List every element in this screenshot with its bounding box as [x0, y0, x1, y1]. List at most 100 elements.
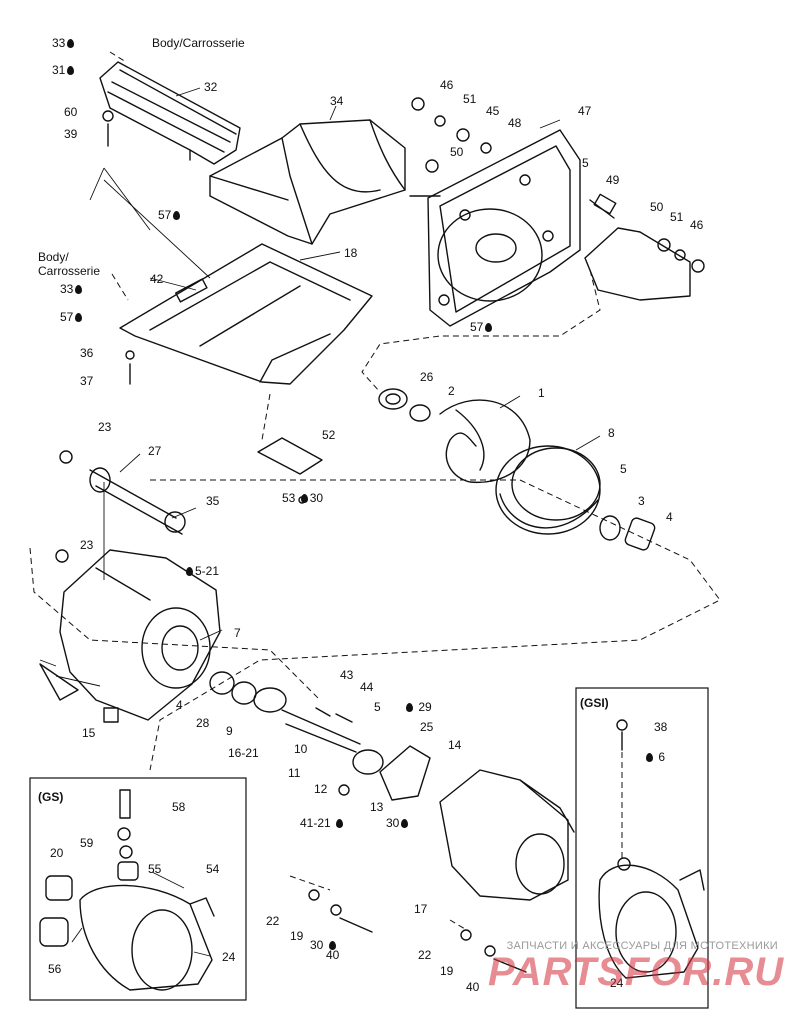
label-57-left: 57	[60, 310, 84, 324]
part-28-bearing	[209, 671, 235, 695]
label-28: 28	[196, 716, 210, 730]
label-38: 38	[654, 720, 668, 734]
watermark-logo: PARTSFOR.RU	[488, 950, 785, 994]
label-12: 12	[314, 782, 328, 796]
part-9-impeller-hub	[253, 687, 287, 713]
part-10-shaft	[281, 709, 361, 753]
part-11-oring	[352, 749, 384, 775]
label-14: 14	[448, 738, 462, 752]
part-4-shaft	[624, 517, 656, 551]
part-13-cap	[379, 745, 431, 801]
part-1-impeller	[439, 399, 531, 484]
part-49-bracket	[584, 193, 691, 301]
label-4-left: 4	[176, 698, 183, 712]
part-24-nozzle-gsi	[598, 857, 705, 979]
part-3-washer	[599, 515, 621, 541]
label-50-right: 50	[650, 200, 664, 214]
part-32-bracket	[99, 61, 241, 165]
inset-gsi-frame	[575, 687, 709, 1009]
part-17-nozzle	[439, 769, 575, 901]
label-6: 6	[644, 750, 665, 764]
label-31: 31	[52, 63, 76, 77]
part-52-plate	[257, 437, 323, 475]
inset-gs-frame	[29, 777, 247, 1001]
part-43-44-bolts	[315, 707, 353, 723]
label-25: 25	[420, 720, 434, 734]
label-54: 54	[206, 862, 220, 876]
label-27: 27	[148, 444, 162, 458]
label-35: 35	[206, 494, 220, 508]
label-43: 43	[340, 668, 354, 682]
label-40-right: 40	[466, 980, 480, 994]
part-27-shaft	[89, 467, 186, 535]
label-33-left: 33	[60, 282, 84, 296]
label-9: 9	[226, 724, 233, 738]
part-24-nozzle-gs	[39, 789, 215, 991]
label-26: 26	[420, 370, 434, 384]
label-24-gs: 24	[222, 950, 236, 964]
label-8: 8	[608, 426, 615, 440]
label-19-right: 19	[440, 964, 454, 978]
label-57-upper: 57	[158, 208, 182, 222]
label-22-right: 22	[418, 948, 432, 962]
label-gsi: (GSI)	[580, 696, 609, 710]
label-11: 11	[288, 766, 301, 780]
label-body-carrosserie-top: Body/Carrosserie	[152, 36, 245, 50]
label-46-top: 46	[440, 78, 454, 92]
label-44: 44	[360, 680, 374, 694]
label-4-right: 4	[666, 510, 673, 524]
label-32: 32	[204, 80, 218, 94]
label-55: 55	[148, 862, 162, 876]
label-49: 49	[606, 173, 620, 187]
label-19-left: 19	[290, 929, 304, 943]
label-18: 18	[344, 246, 358, 260]
part-8-ring	[495, 445, 601, 535]
label-20: 20	[50, 846, 64, 860]
label-5-21: 5-21	[184, 564, 219, 578]
label-47: 47	[578, 104, 592, 118]
label-2: 2	[448, 384, 455, 398]
part-34-intake	[209, 119, 406, 245]
label-23-left: 23	[80, 538, 94, 552]
label-33-top: 33	[52, 36, 76, 50]
label-39: 39	[64, 127, 78, 141]
label-53-30: 53 30	[282, 491, 324, 505]
label-10: 10	[294, 742, 308, 756]
label-36: 36	[80, 346, 94, 360]
label-7: 7	[234, 626, 241, 640]
label-48: 48	[508, 116, 522, 130]
label-59: 59	[80, 836, 94, 850]
label-carrosserie: Carrosserie	[38, 264, 101, 278]
label-52: 52	[322, 428, 336, 442]
label-5-cap: 5	[374, 700, 381, 714]
label-45: 45	[486, 104, 500, 118]
part-18-plate	[119, 243, 373, 385]
label-37: 37	[80, 374, 94, 388]
label-3: 3	[638, 494, 645, 508]
part-26-bearing	[378, 388, 408, 410]
fasteners	[55, 97, 705, 973]
part-47-housing	[409, 129, 581, 327]
label-16-21: 16-21	[228, 746, 259, 760]
part-9-ring	[231, 681, 257, 705]
part-7-pump-housing	[39, 549, 221, 721]
label-body: Body/	[38, 250, 69, 264]
label-56: 56	[48, 962, 62, 976]
label-30-mid: 30	[386, 816, 410, 830]
label-1: 1	[538, 386, 545, 400]
label-51-right: 51	[670, 210, 684, 224]
label-5-right: 5	[582, 156, 589, 170]
part-2-seal	[409, 404, 431, 422]
label-51-top: 51	[463, 92, 477, 106]
label-gs: (GS)	[38, 790, 64, 804]
label-50-top: 50	[450, 145, 464, 159]
label-40-left: 40	[326, 948, 340, 962]
label-13: 13	[370, 800, 384, 814]
label-46-right: 46	[690, 218, 704, 232]
label-29: 29	[404, 700, 432, 714]
label-60: 60	[64, 105, 78, 119]
label-34: 34	[330, 94, 344, 108]
label-42: 42	[150, 272, 164, 286]
